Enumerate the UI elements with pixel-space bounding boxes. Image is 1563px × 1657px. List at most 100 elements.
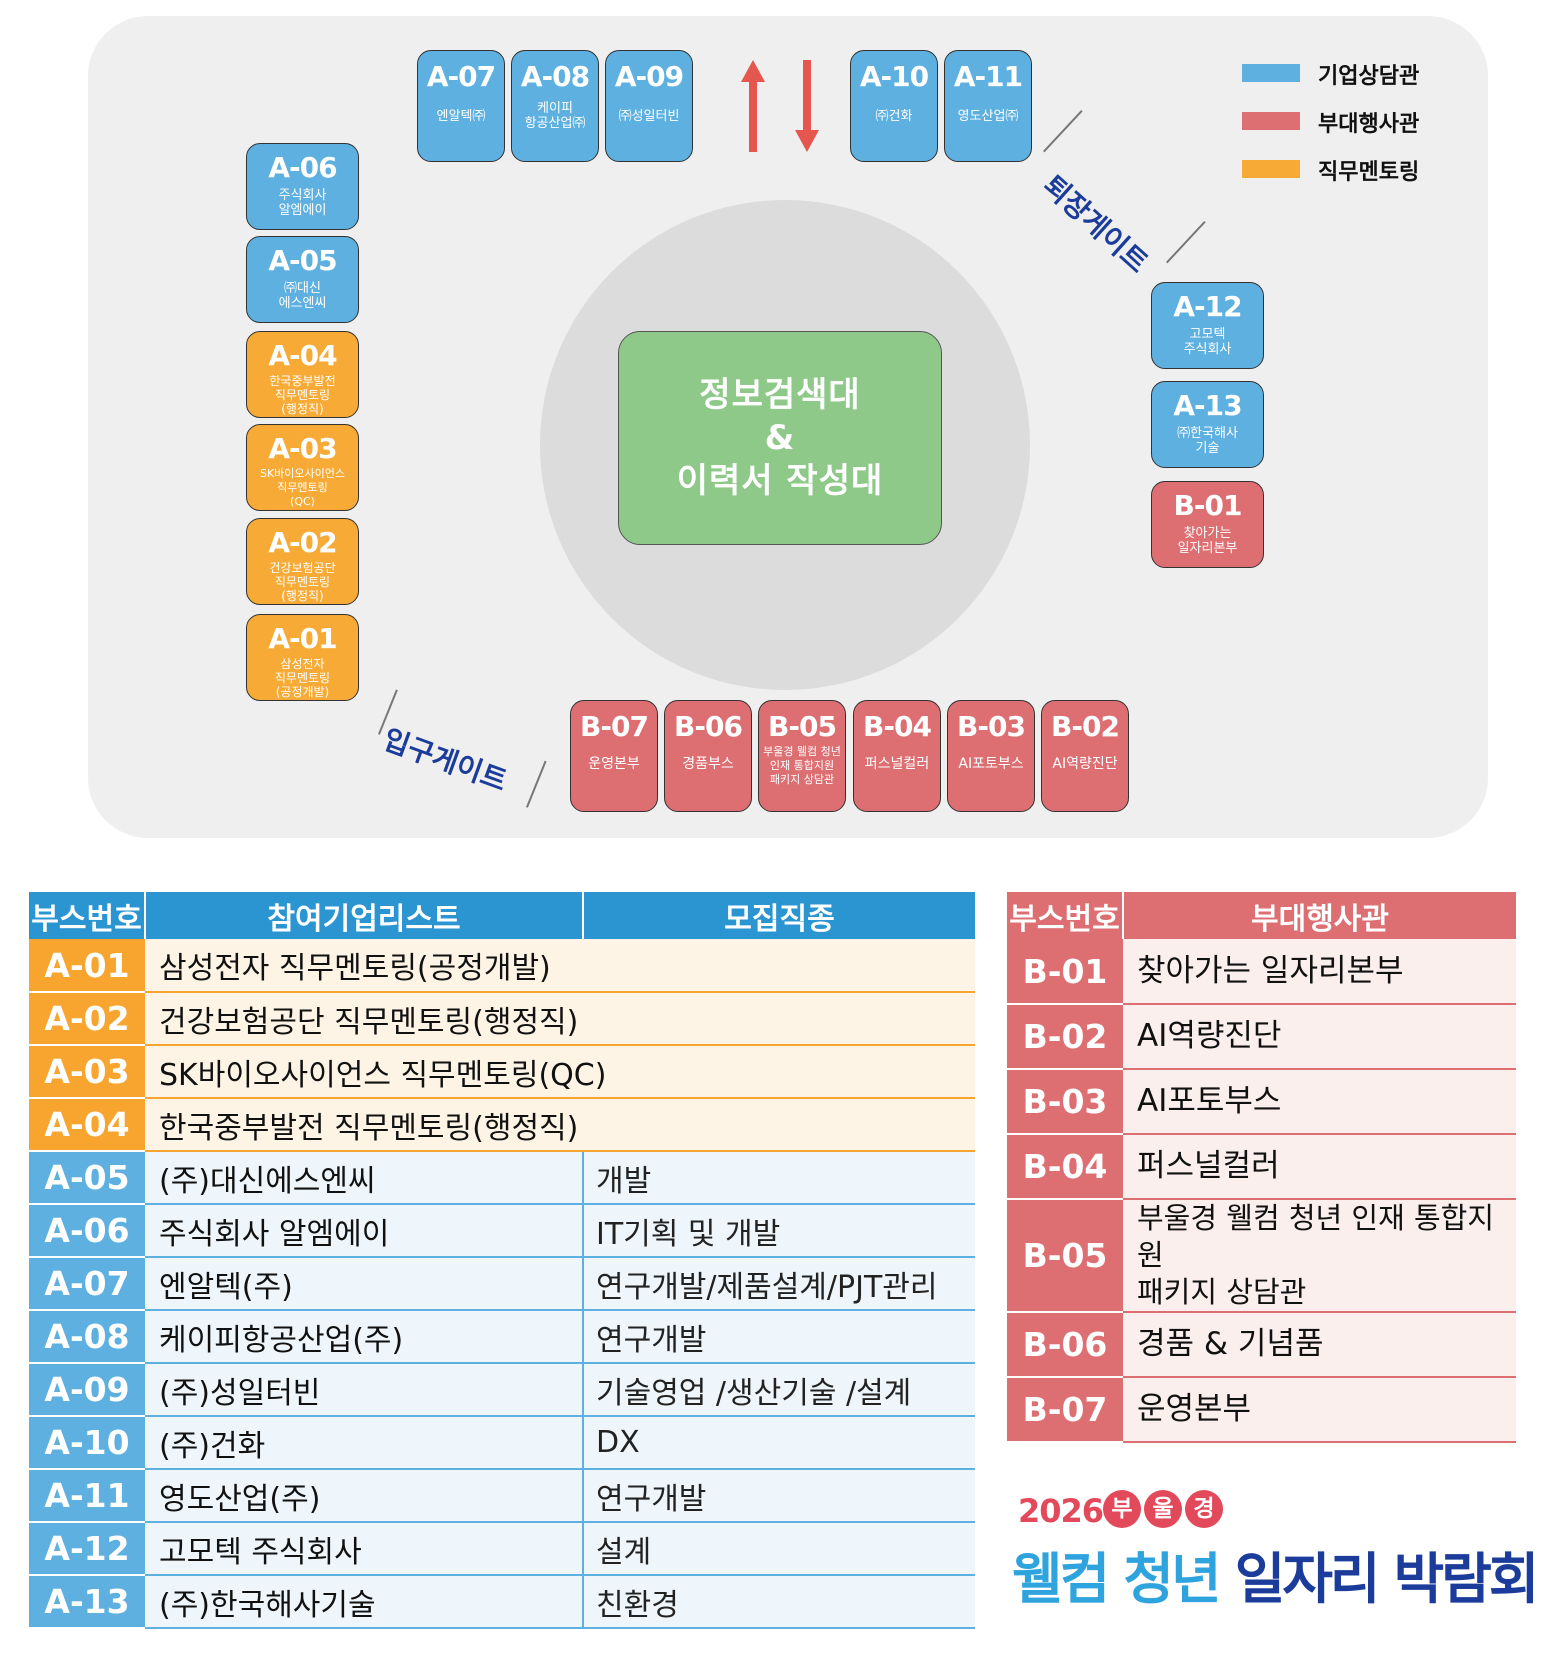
booth-b06: B-06 경품부스	[664, 700, 752, 812]
booth-name: 퍼스널컬러	[864, 756, 930, 772]
booth-a03: A-03 SK바이오사이언스 직무멘토링 (QC)	[246, 424, 359, 511]
booth-code-cell: A-10	[29, 1416, 145, 1470]
company-cell: 케이피항공산업(주)	[145, 1310, 584, 1364]
booth-code: B-03	[957, 710, 1026, 743]
company-cell: 건강보험공단 직무멘토링(행정직)	[145, 992, 975, 1046]
booth-b01: B-01 찾아가는 일자리본부	[1151, 481, 1264, 568]
event-cell: AI역량진단	[1123, 1004, 1516, 1070]
up-arrow-icon	[741, 60, 765, 152]
booth-name: 한국중부발전 직무멘토링 (행정직)	[269, 374, 336, 416]
booth-b05: B-05 부울경 웰컴 청년 인재 통합지원 패키지 상담관	[758, 700, 846, 812]
company-cell: 영도산업(주)	[145, 1469, 584, 1523]
booth-code: A-11	[953, 60, 1023, 93]
booth-code-cell: A-09	[29, 1363, 145, 1417]
company-cell: 주식회사 알엠에이	[145, 1204, 584, 1258]
legend-swatch-orange	[1242, 160, 1300, 178]
logo-title: 웰컴 청년 일자리 박람회	[1012, 1534, 1539, 1614]
job-cell: 연구개발	[583, 1469, 975, 1523]
booth-b02: B-02 AI역량진단	[1041, 700, 1129, 812]
info-desk-line-3: 이력서 작성대	[676, 460, 884, 501]
booth-a06: A-06 주식회사 알엠에이	[246, 143, 359, 230]
company-cell: 한국중부발전 직무멘토링(행정직)	[145, 1098, 975, 1152]
booth-code-cell: B-07	[1007, 1377, 1123, 1443]
booth-name: AI역량진단	[1052, 756, 1118, 772]
company-cell: 고모텍 주식회사	[145, 1522, 584, 1576]
booth-code-cell: A-02	[29, 992, 145, 1046]
booth-code-cell: B-02	[1007, 1004, 1123, 1070]
booth-code: A-03	[268, 432, 337, 465]
event-cell: 경품 & 기념품	[1123, 1312, 1516, 1378]
company-cell: 삼성전자 직무멘토링(공정개발)	[145, 939, 975, 993]
job-cell: 친환경	[583, 1575, 975, 1629]
booth-code-cell: A-12	[29, 1522, 145, 1576]
event-cell: 찾아가는 일자리본부	[1123, 939, 1516, 1005]
company-cell: (주)성일터빈	[145, 1363, 584, 1417]
booth-name: ㈜대신 에스엔씨	[278, 281, 327, 311]
booth-code: A-10	[859, 60, 929, 93]
booth-a11: A-11 영도산업㈜	[944, 50, 1032, 162]
booth-code-cell: A-07	[29, 1257, 145, 1311]
event-cell: 퍼스널컬러	[1123, 1134, 1516, 1200]
company-cell: SK바이오사이언스 직무멘토링(QC)	[145, 1045, 975, 1099]
booth-code: A-05	[268, 244, 337, 277]
booth-code: B-02	[1051, 710, 1120, 743]
booth-code-cell: A-08	[29, 1310, 145, 1364]
company-cell: (주)한국해사기술	[145, 1575, 584, 1629]
booth-code: B-05	[768, 710, 837, 743]
company-cell: 엔알텍(주)	[145, 1257, 584, 1311]
booth-code-cell: B-04	[1007, 1134, 1123, 1200]
booth-code: A-01	[268, 622, 337, 655]
booth-name: 주식회사 알엠에이	[278, 188, 327, 218]
booth-a02: A-02 건강보험공단 직무멘토링 (행정직)	[246, 518, 359, 605]
booth-name: 삼성전자 직무멘토링 (공정개발)	[274, 657, 331, 699]
booth-name: 경품부스	[682, 756, 734, 772]
booth-a12: A-12 고모텍 주식회사	[1151, 282, 1264, 369]
header-booth-number: 부스번호	[1007, 892, 1124, 939]
info-desk: 정보검색대 & 이력서 작성대	[618, 331, 942, 545]
booth-a08: A-08 케이피 항공산업㈜	[511, 50, 599, 162]
booth-code-cell: A-05	[29, 1151, 145, 1205]
booth-code-cell: A-01	[29, 939, 145, 993]
header-job: 모집직종	[583, 892, 975, 939]
booth-code: A-09	[614, 60, 684, 93]
booth-code: A-02	[268, 526, 337, 559]
booth-a09: A-09 ㈜성일터빈	[605, 50, 693, 162]
booth-a04: A-04 한국중부발전 직무멘토링 (행정직)	[246, 331, 359, 418]
booth-name: 엔알텍㈜	[436, 109, 486, 124]
job-cell: 기술영업 /생산기술 /설계	[583, 1363, 975, 1417]
booth-name: 케이피 항공산업㈜	[524, 101, 586, 131]
booth-name: 운영본부	[588, 756, 640, 772]
booth-name: 찾아가는 일자리본부	[1177, 526, 1238, 556]
event-cell: AI포토부스	[1123, 1069, 1516, 1135]
booth-code: A-13	[1173, 389, 1242, 422]
booth-code-cell: B-03	[1007, 1069, 1123, 1135]
booth-code: A-04	[268, 339, 337, 372]
logo-circle-bu: 부	[1103, 1490, 1141, 1528]
booth-code-cell: B-05	[1007, 1199, 1123, 1313]
booth-code: A-07	[426, 60, 496, 93]
logo-circle-gyeong: 경	[1185, 1490, 1223, 1528]
booth-code-cell: A-13	[29, 1575, 145, 1629]
booth-b04: B-04 퍼스널컬러	[853, 700, 941, 812]
legend-label: 직무멘토링	[1318, 160, 1420, 185]
booth-name: ㈜한국해사 기술	[1177, 426, 1238, 456]
job-cell: 연구개발	[583, 1310, 975, 1364]
booth-a07: A-07 엔알텍㈜	[417, 50, 505, 162]
booth-code-cell: A-04	[29, 1098, 145, 1152]
table-header-row: 부스번호 부대행사관	[1007, 892, 1516, 939]
booth-name: 부울경 웰컴 청년 인재 통합지원 패키지 상담관	[763, 745, 841, 786]
booth-name: 영도산업㈜	[957, 109, 1019, 124]
